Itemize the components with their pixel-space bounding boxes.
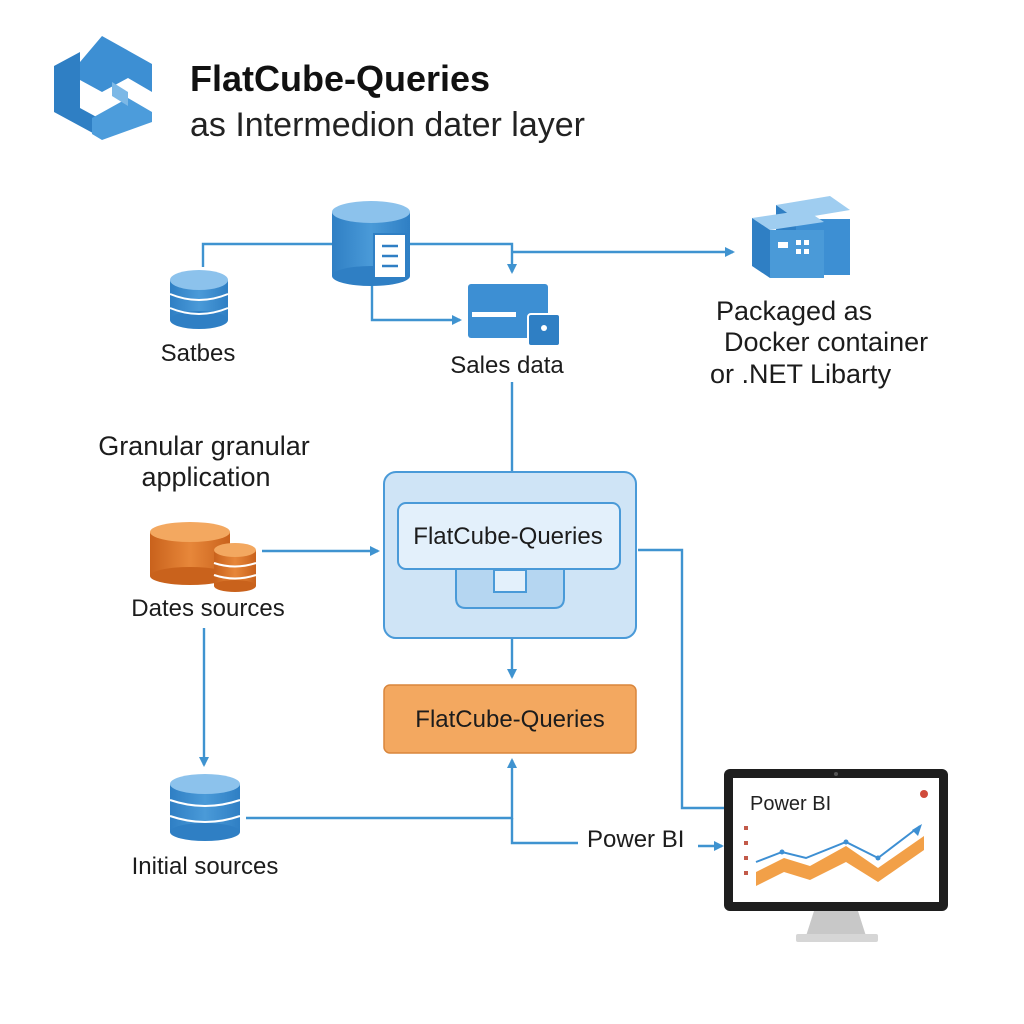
power-bi-monitor-icon bbox=[724, 769, 948, 942]
connector-main-sales bbox=[410, 242, 517, 274]
package-boxes-icon bbox=[752, 196, 850, 278]
output-box bbox=[383, 684, 637, 754]
chart-y-ticks bbox=[744, 826, 748, 875]
page-title: FlatCube-Queries bbox=[190, 58, 491, 99]
power-bi-label: Power BI bbox=[587, 826, 685, 853]
dates-sources-label: Dates sources bbox=[131, 595, 285, 622]
initial-sources-database-icon bbox=[169, 774, 241, 841]
satbes-database-icon bbox=[169, 270, 229, 329]
connector-satbes-main bbox=[201, 242, 332, 267]
dates-sources-database-icon bbox=[150, 522, 257, 592]
chart-area-orange bbox=[756, 836, 924, 886]
packaged-line-1: Packaged as bbox=[716, 296, 873, 326]
connector-output-powerbi bbox=[510, 818, 578, 845]
connectors bbox=[199, 242, 735, 851]
packaged-line-2: Docker container bbox=[724, 327, 929, 357]
chart-line-blue bbox=[755, 825, 921, 863]
initial-sources-label: Initial sources bbox=[131, 853, 279, 880]
granular-line-2: application bbox=[141, 462, 271, 492]
chart-trend-arrow-icon bbox=[912, 824, 922, 836]
logo-icon bbox=[54, 36, 152, 140]
packaged-line-3: or .NET Libarty bbox=[710, 359, 892, 389]
satbes-label: Satbes bbox=[160, 340, 236, 367]
output-box-label: FlatCube-Queries bbox=[415, 706, 605, 733]
connector-initial-output bbox=[246, 758, 517, 820]
sales-data-label: Sales data bbox=[450, 352, 564, 379]
main-database-icon bbox=[332, 201, 410, 286]
core-engine-label: FlatCube-Queries bbox=[413, 523, 603, 550]
page-subtitle: as Intermedion dater layer bbox=[190, 106, 585, 144]
sales-data-icon bbox=[468, 284, 561, 347]
granular-line-1: Granular granular bbox=[98, 431, 310, 461]
connector-main-sales-lower bbox=[370, 284, 462, 325]
core-engine-container bbox=[383, 471, 637, 639]
connector-core-monitor bbox=[638, 548, 724, 810]
monitor-title: Power BI bbox=[750, 793, 832, 815]
